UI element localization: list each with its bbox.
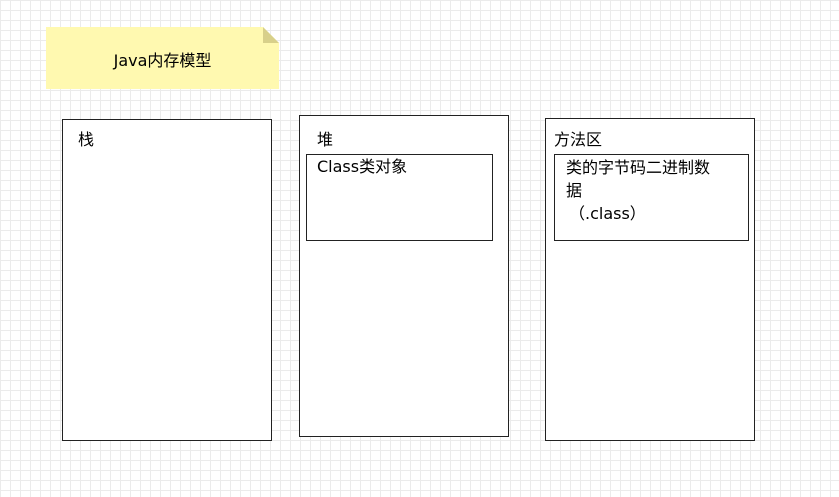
class-object-box[interactable]: Class类对象 — [306, 154, 493, 241]
method-area-title: 方法区 — [554, 130, 603, 149]
bytecode-box[interactable]: 类的字节码二进制数 据 （.class） — [554, 154, 749, 241]
bytecode-label-line2: 据 — [566, 181, 583, 200]
note-label: Java内存模型 — [113, 51, 212, 70]
heap-title: 堆 — [317, 130, 334, 149]
stack-title: 栈 — [78, 130, 95, 149]
method-area-box[interactable]: 方法区 类的字节码二进制数 据 （.class） — [545, 118, 755, 441]
note-fold-corner — [263, 27, 279, 43]
bytecode-label-line1: 类的字节码二进制数 — [566, 158, 711, 177]
bytecode-label-line3: （.class） — [569, 204, 646, 223]
stack-box[interactable]: 栈 — [62, 119, 272, 441]
class-object-label: Class类对象 — [317, 157, 408, 176]
heap-box[interactable]: 堆 Class类对象 — [299, 115, 509, 437]
title-sticky-note[interactable]: Java内存模型 — [46, 27, 279, 89]
